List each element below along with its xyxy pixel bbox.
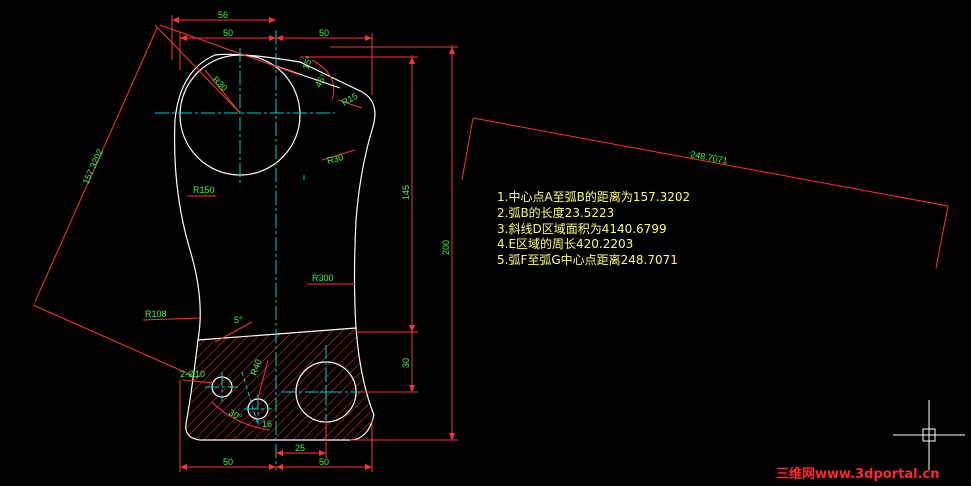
angle-arc-lower: [211, 401, 271, 431]
dim-bottom-left: 50: [223, 457, 233, 467]
hatched-region-d: [185, 328, 374, 440]
note-3: 3.斜线D区域面积为4140.6799: [497, 222, 667, 236]
dash-line: [241, 371, 259, 426]
note-1: 1.中心点A至弧B的距离为157.3202: [497, 189, 690, 204]
dim-height-30: 30: [401, 358, 411, 368]
part-outline: [173, 53, 376, 441]
label-r30-right: R30: [326, 152, 345, 166]
dim-top-overall: 56: [218, 10, 228, 20]
label-r16: 16: [262, 419, 272, 429]
dim-height-200: 200: [441, 240, 451, 255]
note-5: 5.弧F至弧G中心点距离248.7071: [497, 252, 678, 267]
dim-top-right: 50: [319, 28, 329, 38]
note-2: 2.弧B的长度23.5223: [497, 205, 614, 220]
label-hole-spec: 2-Ø10: [180, 369, 205, 379]
dim-bottom-right: 50: [319, 457, 329, 467]
dim-diag-left: 157.3202: [81, 147, 105, 185]
notes-block: 1.中心点A至弧B的距离为157.3202 2.弧B的长度23.5223 3.斜…: [497, 189, 690, 267]
dim-top-left: 50: [223, 28, 233, 38]
angle-arc-top: [311, 59, 335, 101]
center-marks: [303, 175, 332, 398]
note-4: 4.E区域的周长420.2203: [497, 236, 633, 251]
label-r150: R150: [193, 185, 215, 195]
dimension-lines: [32, 15, 949, 472]
arrowheads: [172, 17, 455, 470]
dim-height-145: 145: [401, 185, 411, 200]
label-r108: R108: [145, 309, 167, 319]
d-region-top-edge: [197, 327, 357, 341]
crosshair-cursor-icon[interactable]: [893, 400, 965, 470]
label-angle-15: 15°: [300, 54, 314, 71]
dim-bottom-mid: 25: [295, 443, 305, 453]
construction-line: [159, 24, 301, 76]
watermark: 三维网www.3dportal.cn: [776, 466, 939, 482]
label-r15: R15: [340, 91, 359, 108]
label-r300: R300: [312, 273, 334, 283]
label-angle-5: 5°: [234, 315, 243, 325]
tangent-line: [275, 65, 341, 89]
label-r30-top: R30: [211, 74, 230, 93]
radius-leaders: [142, 69, 363, 399]
dim-diag-right: 248.7071: [690, 149, 729, 166]
